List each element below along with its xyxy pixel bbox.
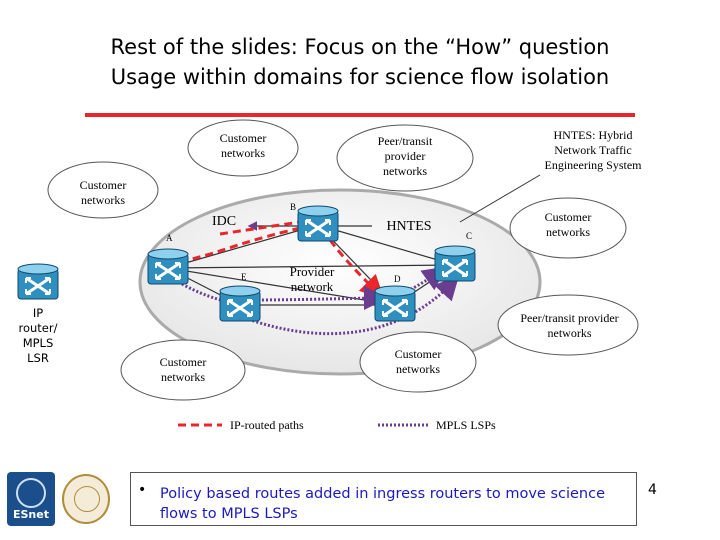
label-hntes-description: HNTES: Hybrid Network Traffic Engineerin…: [544, 128, 642, 172]
label-customer-networks-left: Customer networks: [79, 178, 127, 207]
peer-transit-cloud-top: [336, 124, 474, 192]
network-diagram: [16, 119, 639, 427]
router-b: [296, 204, 340, 243]
globe-icon: [16, 478, 46, 508]
hntes-desc-pointer: [459, 174, 541, 223]
mpls-lsp-path-2: [249, 286, 388, 311]
legend-router-icon: [16, 262, 60, 301]
router-e: [218, 284, 262, 323]
label-ip-router: IP router/ MPLS LSR: [18, 306, 58, 365]
router-a: [146, 247, 190, 286]
university-seal: [62, 474, 110, 524]
label-peer-transit-top: Peer/transit provider networks: [377, 134, 433, 178]
page-number: 4: [648, 482, 657, 498]
label-customer-networks-top: Customer networks: [219, 131, 267, 160]
seal-inner-ring: [74, 486, 100, 512]
label-provider-network: Provider network: [289, 264, 335, 294]
legend-ip-routed-label: IP-routed paths: [230, 418, 304, 432]
provider-network-cloud: [138, 188, 542, 376]
label-router-b: B: [290, 202, 297, 212]
mpls-lsp-path-1: [174, 278, 233, 305]
bullet-text: Policy based routes added in ingress rou…: [160, 486, 605, 522]
legend-mpls-label: MPLS LSPs: [436, 418, 496, 432]
label-hntes: HNTES: [386, 219, 432, 234]
label-customer-networks-bottom-right: Customer networks: [394, 347, 442, 376]
router-c: [433, 244, 477, 283]
label-customer-networks-bottom-left: Customer networks: [159, 355, 207, 384]
label-router-a: A: [166, 233, 173, 243]
label-router-e: E: [241, 272, 247, 282]
customer-cloud-right: [509, 197, 627, 259]
customer-cloud-bottom-left: [120, 339, 246, 401]
bullet-box: [130, 472, 637, 526]
peer-transit-cloud-right: [497, 294, 639, 356]
slide-title-line-1: Rest of the slides: Focus on the “How” q…: [110, 35, 610, 59]
label-router-d: D: [394, 274, 401, 284]
customer-cloud-top: [187, 119, 299, 177]
label-router-c: C: [466, 231, 473, 241]
label-peer-transit-right: Peer/transit provider networks: [520, 311, 619, 340]
idc-dashed-link: [219, 220, 301, 236]
bullet-marker: •: [138, 482, 147, 498]
router-d: [373, 284, 417, 323]
esnet-logo-text: ESnet: [13, 508, 49, 521]
slide-title-line-2: Usage within domains for science flow is…: [110, 65, 610, 89]
customer-cloud-left: [47, 161, 159, 219]
customer-cloud-bottom-right: [359, 331, 477, 393]
ip-routed-path: [179, 226, 301, 264]
label-customer-networks-right: Customer networks: [544, 210, 592, 239]
label-idc: IDC: [211, 214, 237, 229]
mpls-lsp-path-4: [244, 275, 460, 336]
esnet-logo: ESnet: [7, 472, 55, 526]
title-divider: [85, 113, 635, 117]
